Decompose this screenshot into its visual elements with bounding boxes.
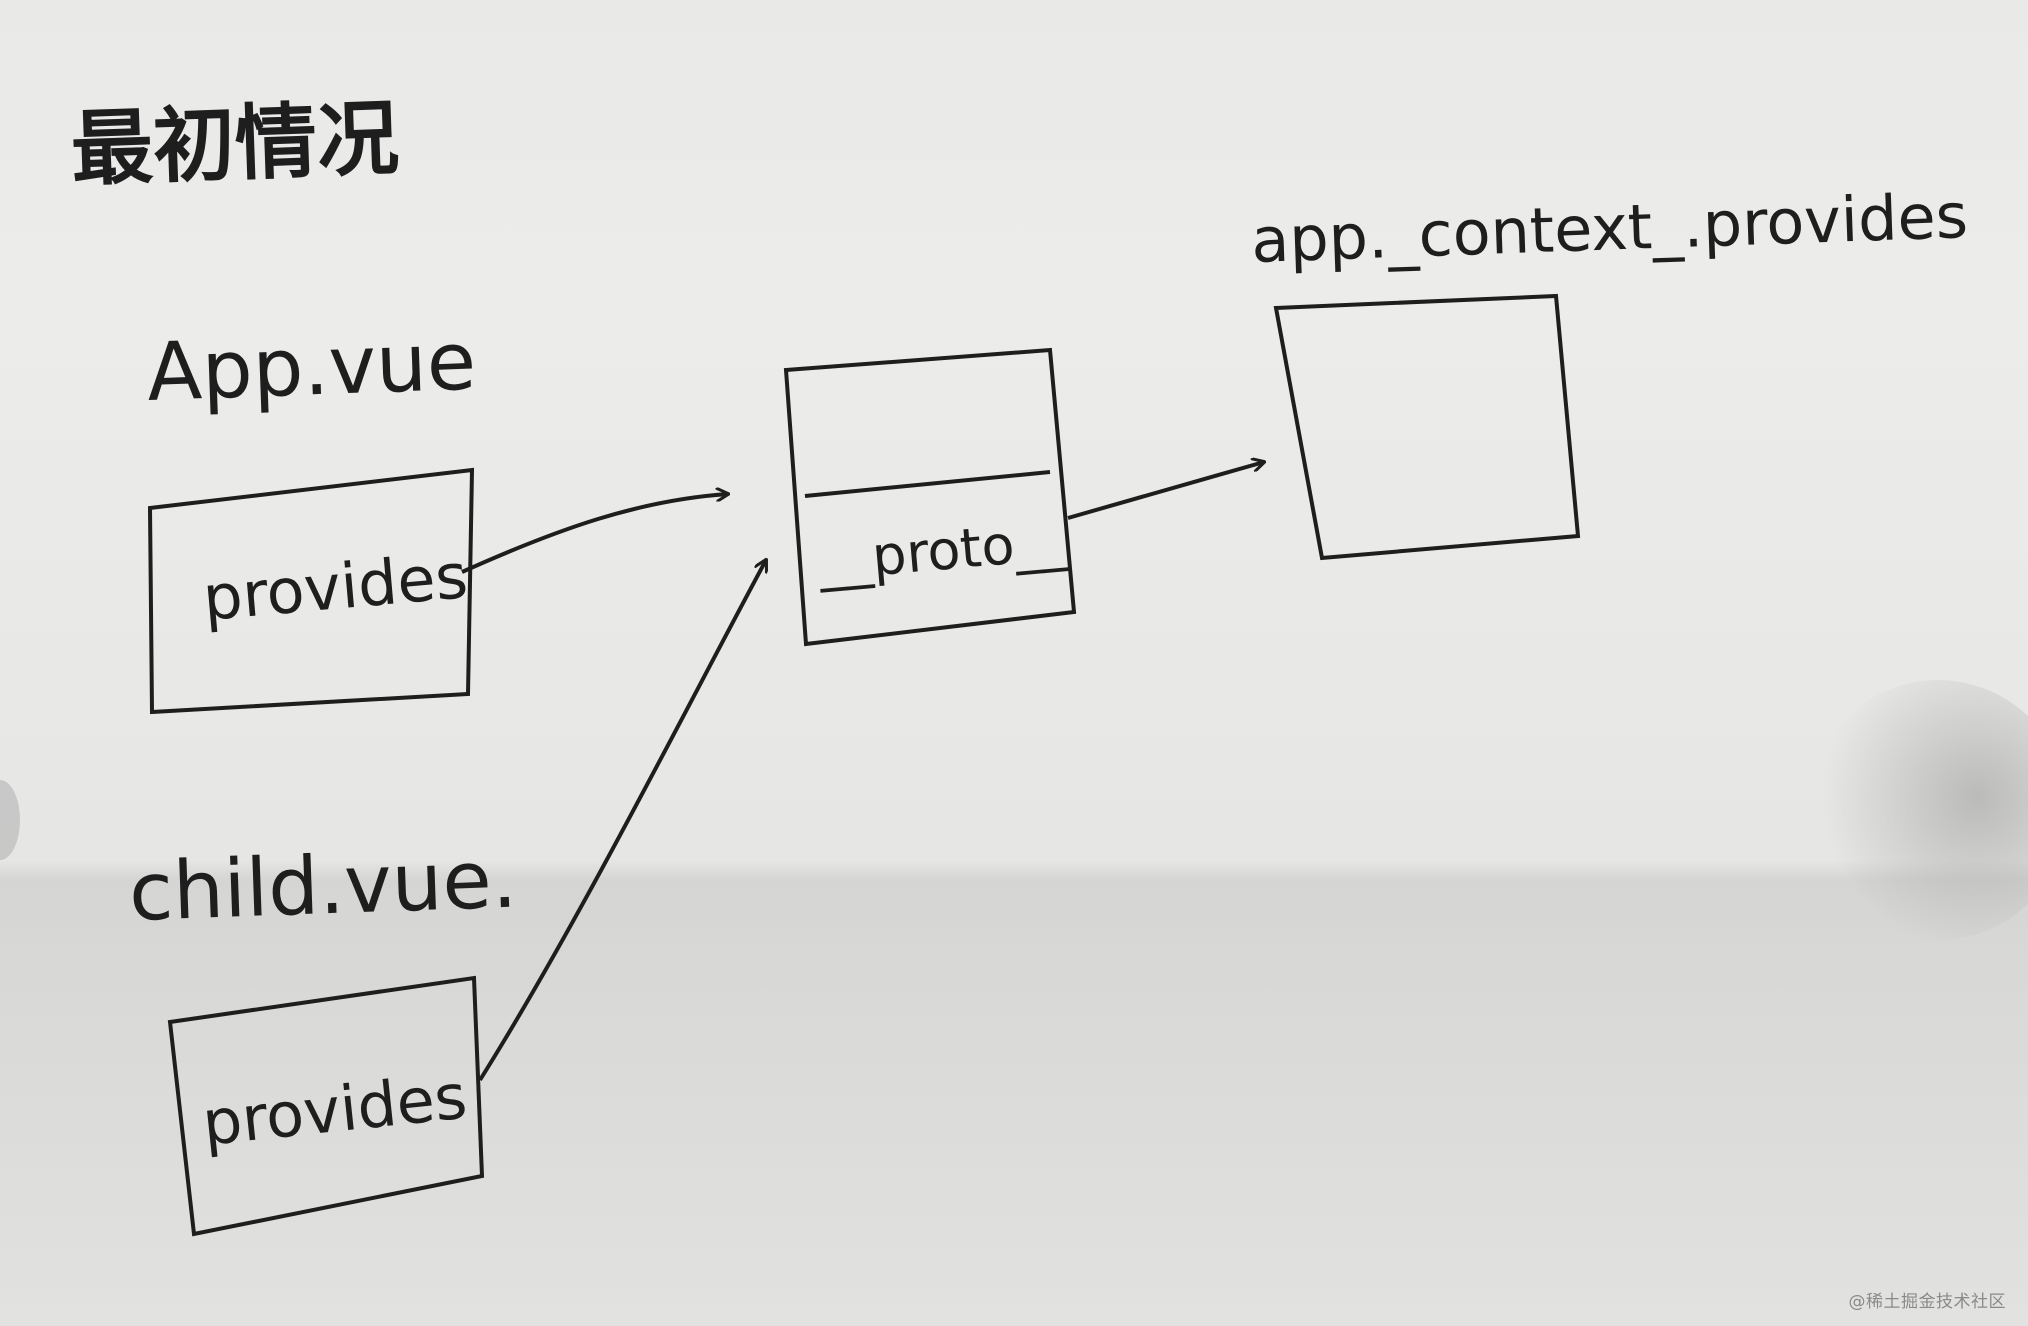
child-provides-text: provides <box>199 1060 470 1160</box>
app-context-provides-box <box>1273 293 1581 561</box>
watermark-text: @稀土掘金技术社区 <box>1848 1292 2006 1312</box>
arrow-middle-to-context <box>1067 462 1264 520</box>
app-context-label: app._context_.provides <box>1250 179 1969 277</box>
diagram-title: 最初情况 <box>69 92 400 198</box>
app-provides-text: provides <box>200 539 470 635</box>
app-provides-box <box>147 467 475 715</box>
child-vue-label: child.vue. <box>127 833 518 939</box>
arrow-app-to-middle <box>461 494 728 574</box>
middle-object-box <box>783 347 1077 647</box>
app-vue-label: App.vue <box>145 315 477 419</box>
middle-box-divider <box>804 470 1051 498</box>
edge-shadow <box>0 780 20 860</box>
arrow-child-to-middle <box>478 560 766 1082</box>
child-provides-box <box>167 975 485 1237</box>
hand-shadow <box>1808 680 2028 940</box>
proto-text: __proto__ <box>815 508 1072 593</box>
